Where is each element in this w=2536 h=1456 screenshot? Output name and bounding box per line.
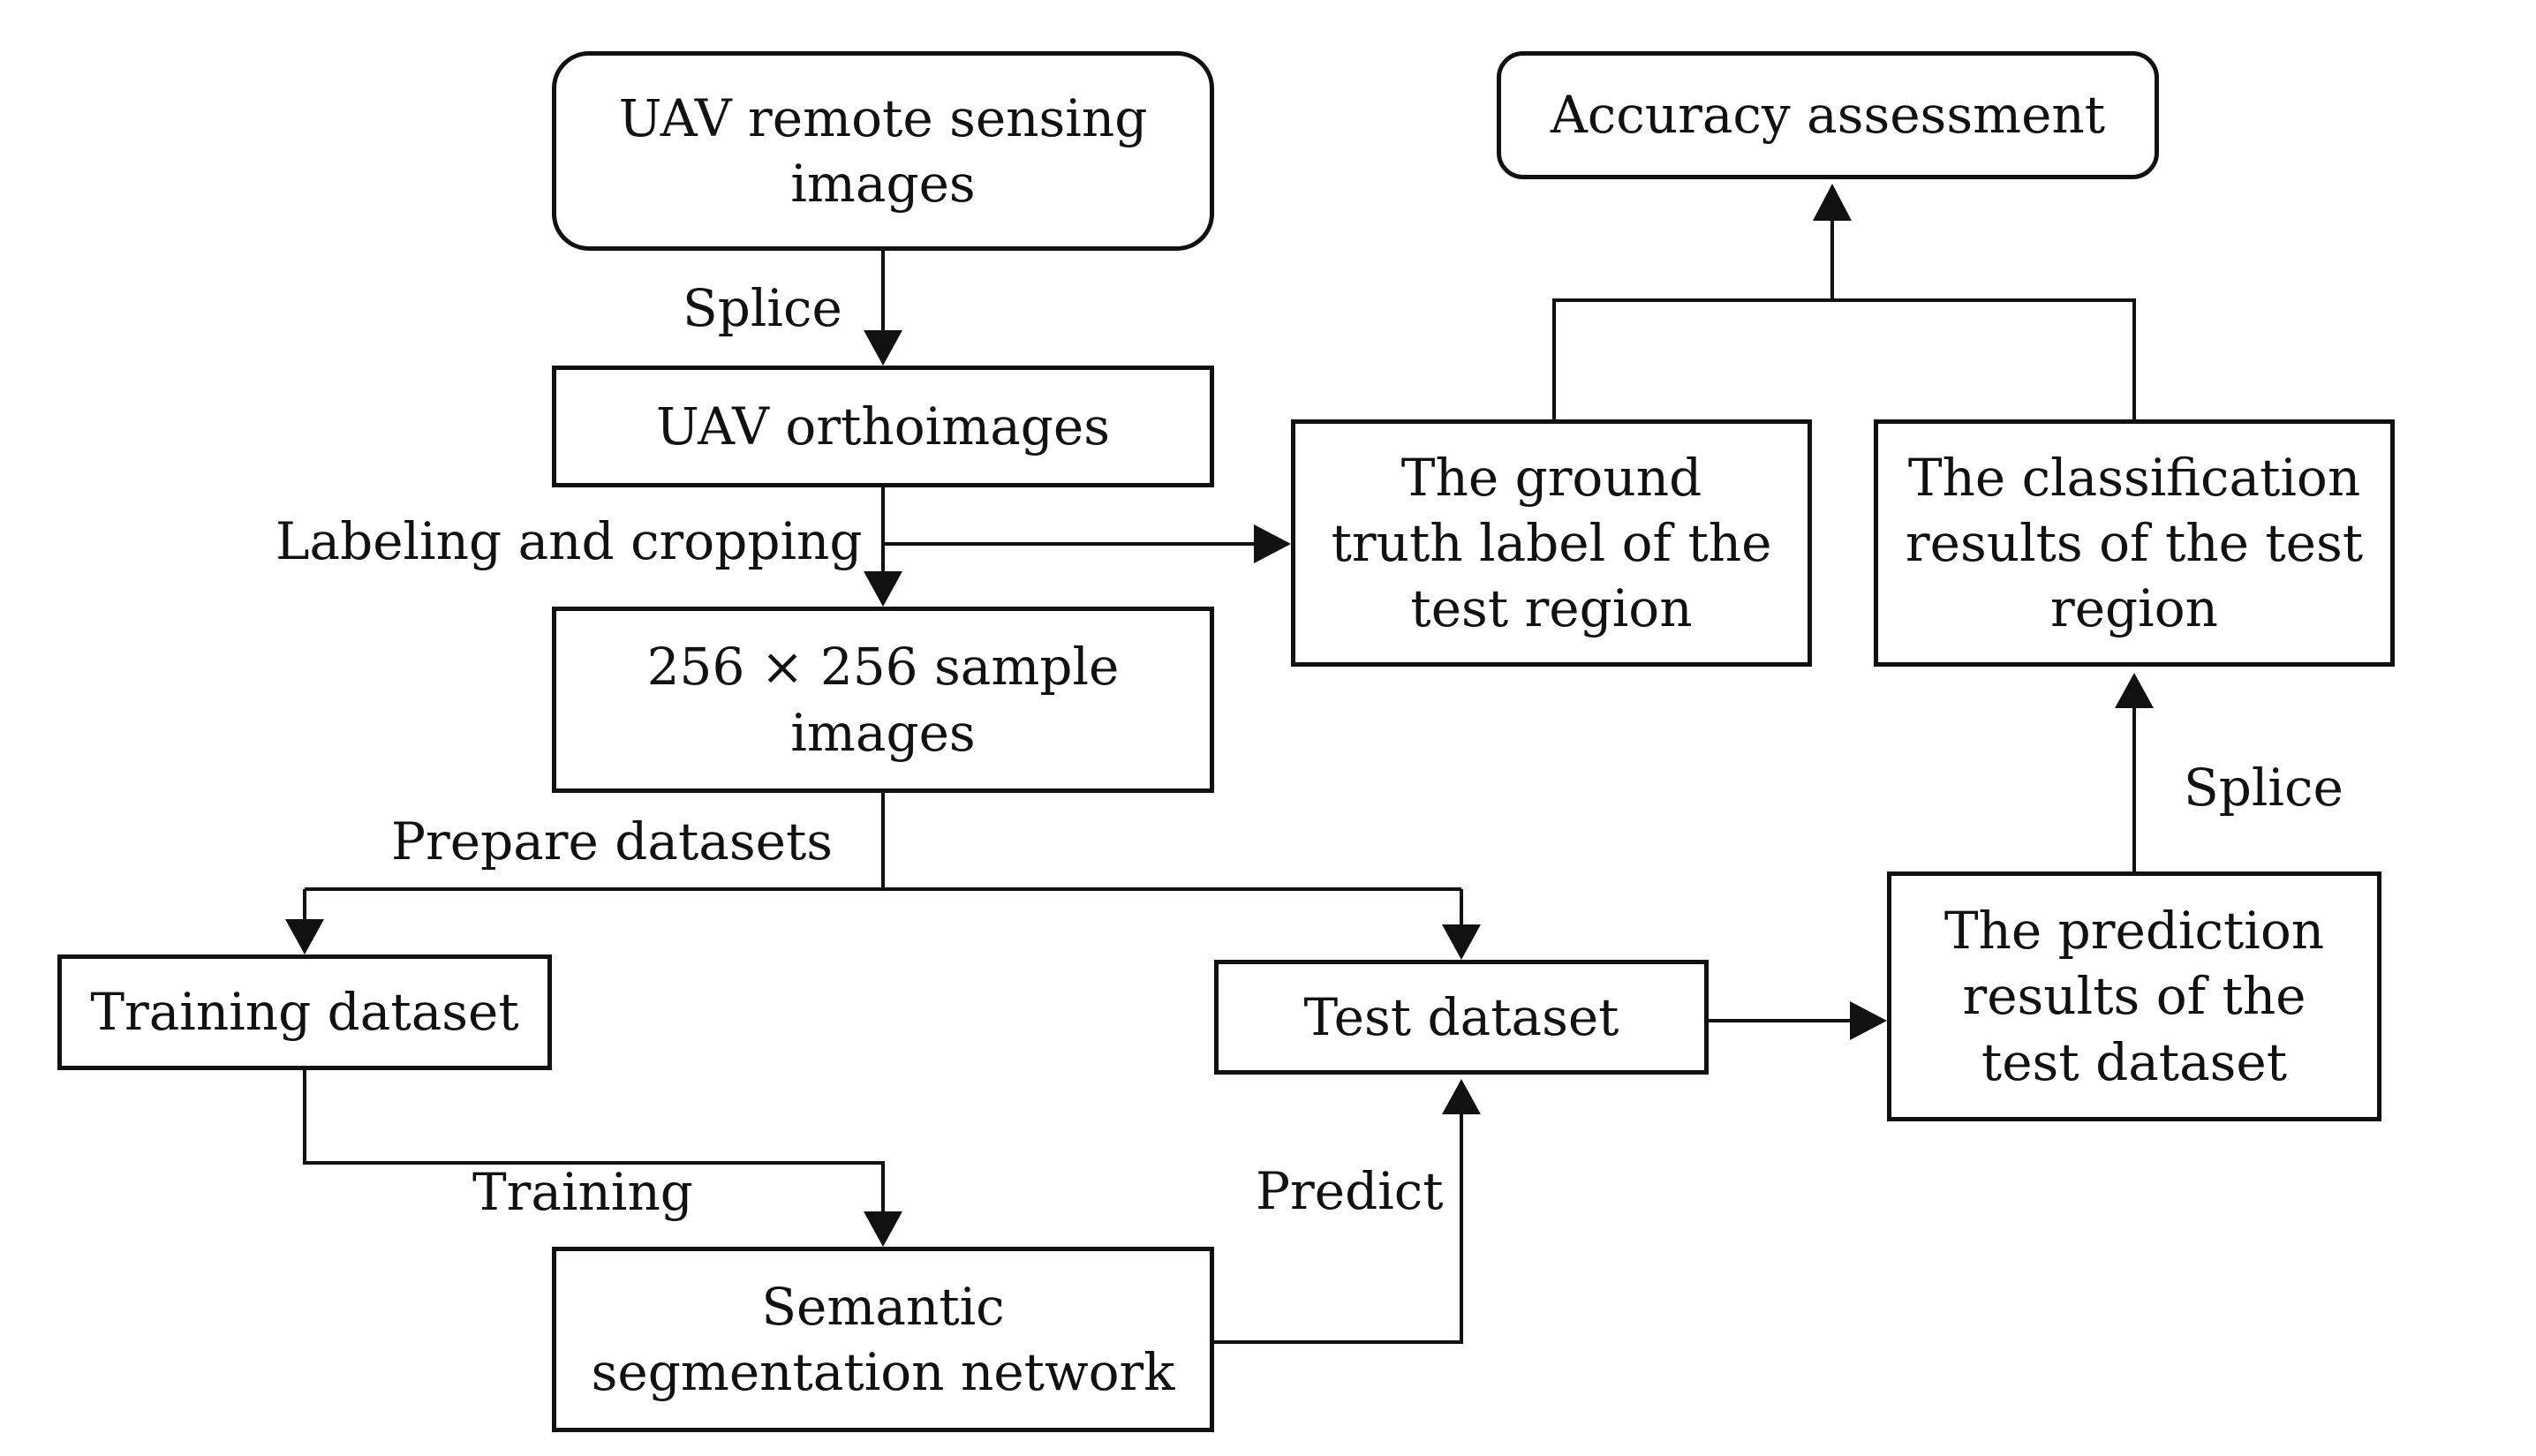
arrowhead-orthoimages	[864, 330, 902, 366]
arrowhead-ground-truth	[1254, 524, 1291, 563]
node-prediction-results: The prediction results of the test datas…	[1887, 871, 2381, 1121]
node-classification-results-line2: results of the test	[1905, 512, 2364, 573]
node-ground-truth-label-line1: The ground	[1400, 447, 1702, 508]
node-accuracy-assessment-label: Accuracy assessment	[1550, 85, 2106, 146]
node-uav-orthoimages-label: UAV orthoimages	[656, 396, 1110, 456]
node-classification-results-line3: region	[2049, 578, 2218, 639]
connector-prepare	[303, 793, 1463, 924]
node-ground-truth-label: The ground truth label of the test regio…	[1291, 419, 1812, 667]
arrowhead-training-dataset	[285, 919, 324, 954]
edge-label-predict: Predict	[1256, 1161, 1444, 1221]
node-semantic-segmentation-network-line1: Semantic	[761, 1276, 1005, 1337]
node-sample-images-line1: 256 × 256 sample	[646, 637, 1120, 698]
connector-training	[303, 1070, 885, 1211]
arrowhead-classification	[2115, 673, 2154, 708]
arrowhead-network	[864, 1211, 902, 1247]
edge-label-prepare-datasets: Prepare datasets	[391, 811, 834, 871]
node-prediction-results-line3: test dataset	[1981, 1031, 2288, 1092]
node-classification-results: The classification results of the test r…	[1874, 419, 2395, 667]
node-sample-images: 256 × 256 sample images	[552, 607, 1214, 793]
node-prediction-results-line2: results of the	[1962, 966, 2306, 1027]
node-uav-remote-sensing-images-line1: UAV remote sensing	[618, 87, 1148, 148]
node-ground-truth-label-line3: test region	[1410, 578, 1693, 639]
arrowhead-accuracy	[1813, 184, 1852, 221]
node-accuracy-assessment: Accuracy assessment	[1497, 51, 2159, 179]
edge-label-training: Training	[472, 1162, 693, 1222]
arrowhead-prediction	[1850, 1001, 1887, 1040]
node-prediction-results-line1: The prediction	[1944, 901, 2325, 962]
node-test-dataset: Test dataset	[1214, 960, 1709, 1075]
node-classification-results-line1: The classification	[1907, 447, 2361, 508]
node-training-dataset-label: Training dataset	[90, 982, 519, 1043]
node-training-dataset: Training dataset	[57, 954, 552, 1070]
connector-predict	[1214, 1114, 1463, 1344]
node-semantic-segmentation-network-line2: segmentation network	[591, 1342, 1175, 1402]
node-uav-orthoimages: UAV orthoimages	[552, 366, 1214, 487]
edge-label-splice-top: Splice	[683, 278, 842, 338]
arrowhead-samples	[864, 571, 902, 607]
node-uav-remote-sensing-images: UAV remote sensing images	[552, 51, 1214, 251]
edge-label-labeling-and-cropping: Labeling and cropping	[275, 511, 863, 571]
edge-label-splice-right: Splice	[2184, 758, 2344, 818]
node-test-dataset-label: Test dataset	[1303, 986, 1619, 1047]
connector-to-accuracy	[1552, 221, 2136, 419]
node-sample-images-line2: images	[790, 702, 976, 763]
node-ground-truth-label-line2: truth label of the	[1331, 512, 1772, 573]
arrowhead-test-dataset	[1442, 924, 1481, 960]
node-semantic-segmentation-network: Semantic segmentation network	[552, 1247, 1214, 1432]
arrowhead-predict	[1442, 1079, 1481, 1114]
node-uav-remote-sensing-images-line2: images	[790, 154, 976, 214]
